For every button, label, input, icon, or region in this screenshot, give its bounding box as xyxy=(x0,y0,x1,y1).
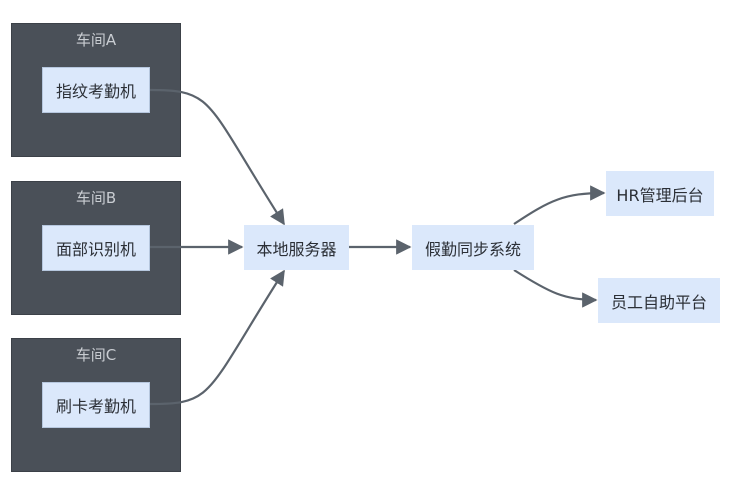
edge-fingerprint-to-server xyxy=(149,88,285,226)
group-title-workshop-a: 车间A xyxy=(75,31,117,49)
node-face-recognition[interactable]: 面部识别机 xyxy=(42,225,150,271)
edge-sync-to-hr xyxy=(513,185,606,225)
node-attendance-sync[interactable]: 假勤同步系统 xyxy=(412,225,534,270)
edge-sync-to-selfservice xyxy=(513,269,598,308)
group-workshop-b: 车间B 面部识别机 xyxy=(11,181,181,315)
node-fingerprint-attendance[interactable]: 指纹考勤机 xyxy=(42,67,150,113)
node-hr-admin[interactable]: HR管理后台 xyxy=(606,171,714,216)
node-local-server[interactable]: 本地服务器 xyxy=(244,225,349,270)
group-title-workshop-b: 车间B xyxy=(75,189,117,207)
edge-card-to-server xyxy=(149,269,285,406)
node-employee-self-service[interactable]: 员工自助平台 xyxy=(598,278,720,323)
group-title-workshop-c: 车间C xyxy=(75,346,117,364)
node-card-attendance[interactable]: 刷卡考勤机 xyxy=(42,382,150,428)
